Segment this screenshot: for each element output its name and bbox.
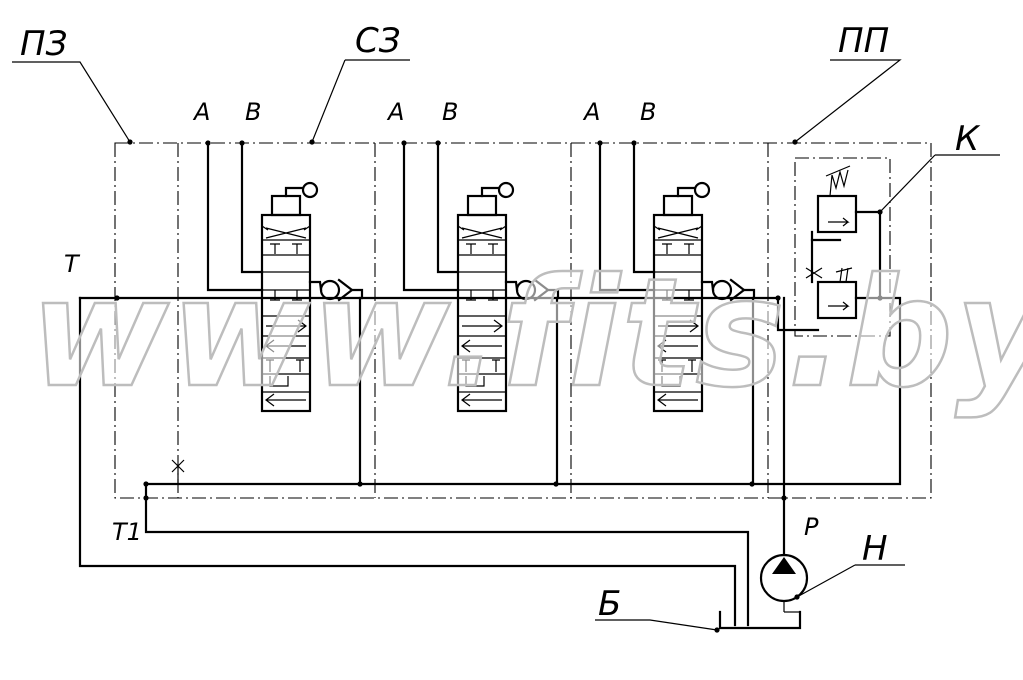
- label-k: К: [955, 119, 981, 159]
- section3-blocked-ports-3: [658, 359, 696, 372]
- section3-lever-knob: [693, 181, 711, 199]
- label-pz: ПЗ: [20, 24, 67, 64]
- section1-float-cell: [269, 376, 289, 387]
- section1-arrow-left-1: [265, 339, 306, 353]
- label-t1: Т1: [112, 518, 142, 546]
- junction-dot-2: [309, 139, 315, 145]
- vent-mark: [171, 459, 185, 484]
- spool-section-3: [598, 141, 756, 413]
- spool-section-2: [402, 141, 560, 413]
- section1-lever-knob: [301, 181, 319, 199]
- section3-check-inlet: [700, 280, 715, 292]
- section2-blocked-ports-2: [466, 290, 498, 301]
- section1-line-a: [206, 141, 264, 292]
- junction-dot-8: [781, 495, 787, 501]
- junction-dot-7: [877, 295, 883, 301]
- section2-arrow-right: [462, 319, 503, 333]
- label-p: Р: [804, 513, 819, 541]
- section3-port-b-label: В: [640, 98, 656, 126]
- junction-dot-5: [143, 481, 149, 487]
- section1-lever: [284, 186, 304, 198]
- junction-dot-12: [775, 295, 781, 301]
- section2-port-a-dot: [401, 140, 407, 146]
- section1-check-inlet: [308, 280, 323, 292]
- section2-port-b-dot: [435, 140, 441, 146]
- section3-port-a-dot: [597, 140, 603, 146]
- section2-port-a-label: А: [386, 98, 404, 126]
- section3-cross-arrows: [653, 225, 703, 239]
- section2-lever-knob: [497, 181, 515, 199]
- junction-dot-4: [143, 495, 149, 501]
- section2-line-b: [436, 141, 460, 274]
- section2-return-dot: [553, 481, 559, 487]
- section1-handle: [270, 194, 302, 217]
- section1-arrow-right: [266, 319, 307, 333]
- junction-dot-6: [877, 209, 883, 215]
- section3-blocked-ports-2: [662, 290, 694, 301]
- section3-check-outlet: [742, 288, 756, 300]
- section1-blocked-ports-1: [270, 243, 302, 254]
- watermark-text: www.fits.by: [30, 247, 1023, 421]
- pump-symbol: [759, 553, 809, 613]
- junction-dot-11: [114, 295, 120, 301]
- section1-blocked-ports-2: [270, 290, 302, 301]
- section3-lever: [676, 186, 696, 198]
- section-frames: [114, 142, 932, 499]
- section3-port-a-label: А: [582, 98, 600, 126]
- section1-port-b-dot: [239, 140, 245, 146]
- section1-arrow-left-2: [265, 393, 306, 407]
- junction-dot-3: [792, 139, 798, 145]
- callout-leaders: [12, 59, 1000, 631]
- junction-dot-1: [127, 139, 133, 145]
- section3-blocked-ports-1: [662, 243, 694, 254]
- section3-arrow-right: [658, 319, 699, 333]
- section3-float-cell: [661, 376, 681, 387]
- junction-dots: [114, 139, 883, 633]
- spool-section-1: [206, 141, 364, 413]
- section2-cross-arrows: [457, 225, 507, 239]
- section2-check-inlet: [504, 280, 519, 292]
- section3-line-a: [598, 141, 656, 292]
- section3-line-b: [632, 141, 656, 274]
- label-sz: СЗ: [355, 21, 401, 61]
- section3-return-dot: [749, 481, 755, 487]
- relief-valve-block: [805, 165, 882, 320]
- section3-port-b-dot: [631, 140, 637, 146]
- section2-port-b-label: В: [442, 98, 458, 126]
- section2-blocked-ports-1: [466, 243, 498, 254]
- section2-blocked-ports-3: [462, 359, 500, 372]
- label-pp: ПП: [838, 21, 889, 61]
- section1-line-b: [240, 141, 264, 274]
- section3-arrow-left-1: [657, 339, 698, 353]
- junction-dot-10: [794, 594, 800, 600]
- section2-line-a: [402, 141, 460, 292]
- section2-check-outlet: [546, 288, 560, 300]
- section1-port-a-label: А: [192, 98, 210, 126]
- section2-arrow-left-2: [461, 393, 502, 407]
- section3-handle: [662, 194, 694, 217]
- junction-dot-9: [714, 627, 720, 633]
- section3-arrow-left-2: [657, 393, 698, 407]
- section2-arrow-left-1: [461, 339, 502, 353]
- section1-check-outlet: [350, 288, 364, 300]
- section2-handle: [466, 194, 498, 217]
- section1-port-a-dot: [205, 140, 211, 146]
- section1-port-b-label: В: [245, 98, 261, 126]
- section2-lever: [480, 186, 500, 198]
- port-labels: А В А В А В: [192, 98, 656, 126]
- label-n: Н: [862, 529, 888, 569]
- label-b: Б: [598, 584, 621, 624]
- section1-return-dot: [357, 481, 363, 487]
- pipelines: [78, 210, 902, 630]
- section2-float-cell: [465, 376, 485, 387]
- section1-cross-arrows: [261, 225, 311, 239]
- section1-blocked-ports-3: [266, 359, 304, 372]
- spool-sections: [206, 141, 756, 413]
- label-t: Т: [64, 250, 81, 278]
